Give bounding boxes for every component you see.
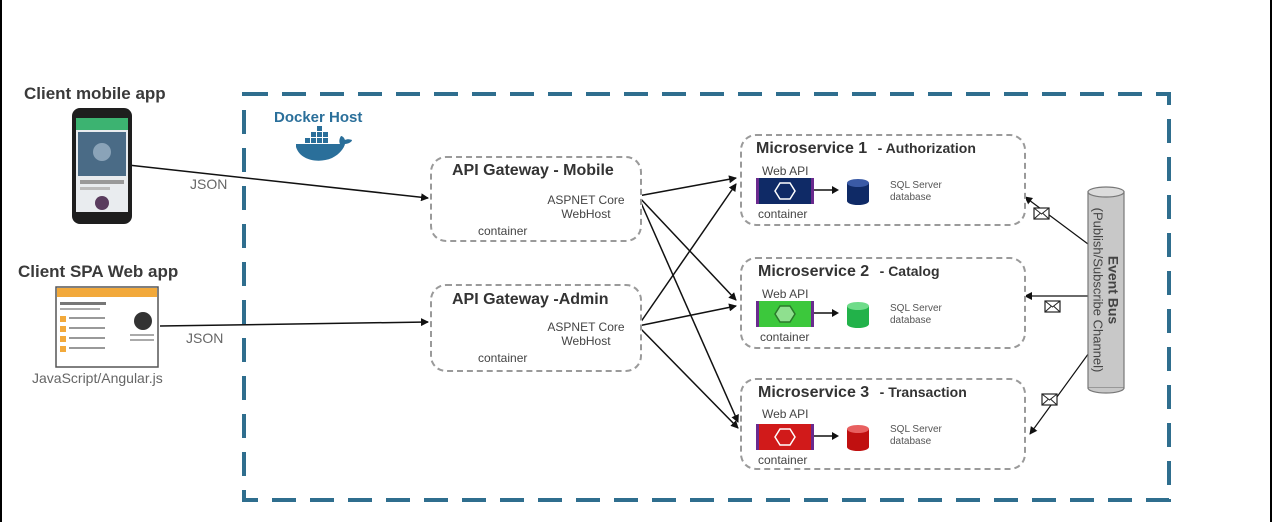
gateway-mobile-tech: ASPNET Core WebHost <box>547 193 625 221</box>
gw2-to-ms1-line <box>637 183 737 327</box>
microservice-3-container-label: container <box>758 453 808 467</box>
database-icon <box>847 179 869 205</box>
microservice-3-webapi-label: Web API <box>762 407 809 421</box>
microservice-3-container-icon <box>756 424 814 450</box>
gateway-admin-container-label: container <box>478 351 528 365</box>
gateway-mobile-title: API Gateway - Mobile <box>452 162 614 179</box>
hexagon-icon <box>774 428 796 446</box>
envelope-icon <box>1044 300 1061 313</box>
arrow-icon <box>814 309 839 317</box>
microservice-2-container-label: container <box>760 330 810 344</box>
gw1-to-ms3-line <box>637 195 739 423</box>
microservice-2-container-icon <box>756 301 814 327</box>
microservice-1-container-icon <box>756 178 814 204</box>
gw2-to-ms2-line <box>637 303 737 327</box>
docker-host-boundary <box>242 92 1171 502</box>
microservice-3-box: Microservice 3 - Transaction Web API con… <box>740 378 1026 470</box>
database-icon <box>847 302 869 328</box>
gw1-to-ms2-line <box>637 195 737 301</box>
microservice-3-db-label: SQL Server database <box>890 424 942 447</box>
microservice-3-title: Microservice 3 - Transaction <box>758 384 967 401</box>
gw1-to-ms1-line <box>637 175 737 197</box>
gateway-admin-tech: ASPNET Core WebHost <box>547 320 625 348</box>
envelope-icon <box>1033 207 1050 220</box>
spa-to-gateway-line <box>159 318 429 327</box>
client-mobile-title: Client mobile app <box>24 84 166 103</box>
mobile-json-label: JSON <box>190 176 228 192</box>
spa-json-label: JSON <box>186 330 224 346</box>
microservice-1-db-label: SQL Server database <box>890 180 942 203</box>
hexagon-icon <box>774 182 796 200</box>
gateway-admin-title: API Gateway -Admin <box>452 291 609 308</box>
microservice-1-container-label: container <box>758 207 808 221</box>
microservice-2-box: Microservice 2 - Catalog Web API contain… <box>740 257 1026 349</box>
envelope-icon <box>1041 393 1058 406</box>
api-gateway-admin-box: API Gateway -Admin ASPNET Core WebHost c… <box>430 284 642 372</box>
microservice-2-title: Microservice 2 - Catalog <box>758 263 940 280</box>
api-gateway-mobile-box: API Gateway - Mobile ASPNET Core WebHost… <box>430 156 642 242</box>
event-bus-label: Event Bus (Publish/Subscribe Channel) <box>1091 208 1122 373</box>
docker-whale-icon <box>296 126 352 161</box>
microservice-1-webapi-label: Web API <box>762 164 809 178</box>
microservice-1-box: Microservice 1 - Authorization Web API c… <box>740 134 1026 226</box>
spa-tech-label: JavaScript/Angular.js <box>32 370 163 386</box>
event-bus-title: Event Bus <box>1105 255 1122 325</box>
left-frame-line <box>0 0 2 522</box>
arrow-icon <box>814 432 839 440</box>
spa-web-screenshot <box>55 286 159 368</box>
database-icon <box>847 425 869 451</box>
right-frame-line <box>1270 0 1272 522</box>
event-bus-cylinder <box>1087 186 1125 394</box>
arrow-icon <box>814 186 839 194</box>
docker-host-label: Docker Host <box>274 109 363 126</box>
microservice-1-title: Microservice 1 - Authorization <box>756 140 976 157</box>
mobile-to-gateway-line <box>127 164 429 202</box>
microservice-2-db-label: SQL Server database <box>890 303 942 326</box>
hexagon-icon <box>774 305 796 323</box>
gateway-mobile-container-label: container <box>478 224 528 238</box>
event-bus-subtitle: (Publish/Subscribe Channel) <box>1090 207 1106 373</box>
mobile-phone-image <box>72 108 132 224</box>
ms3-bus-line <box>1029 345 1095 435</box>
client-spa-title: Client SPA Web app <box>18 262 179 281</box>
ms1-bus-line <box>1024 196 1089 245</box>
gw2-to-ms3-line <box>637 325 739 429</box>
microservice-2-webapi-label: Web API <box>762 287 809 301</box>
